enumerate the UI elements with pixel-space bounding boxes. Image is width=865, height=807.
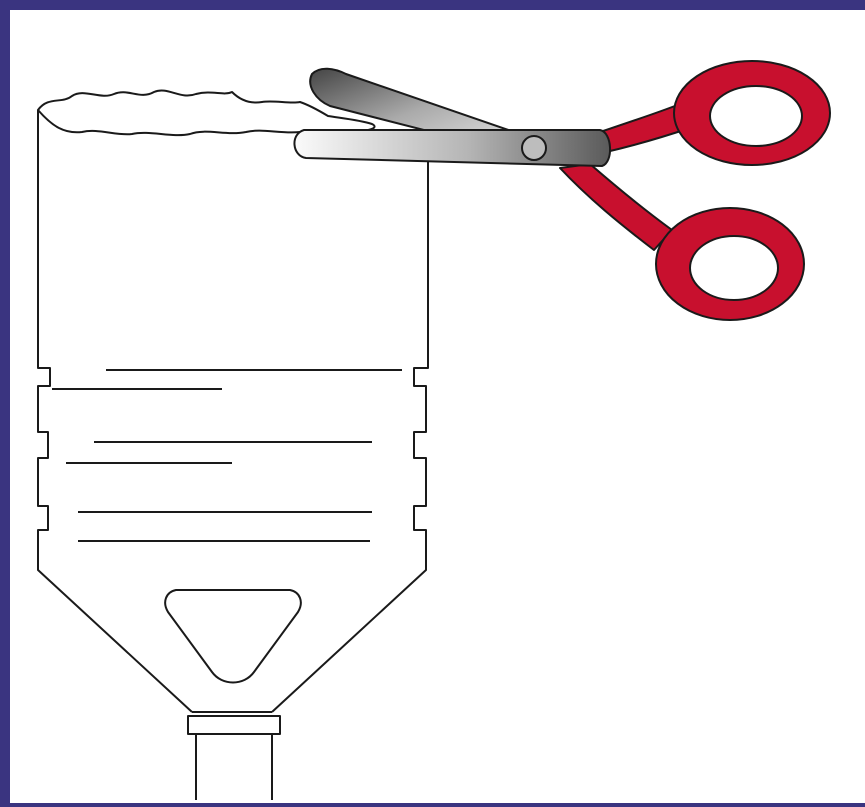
scissors-icon — [294, 61, 830, 320]
bottle-left-outline — [38, 110, 192, 712]
bottle-shoulder-window — [165, 590, 301, 683]
bottle-neck-ring — [188, 716, 280, 734]
plastic-bottle-icon — [38, 90, 428, 800]
scissors-lower-blade — [294, 130, 610, 166]
bottle-right-outline — [272, 150, 428, 712]
scissors-pivot-screw — [522, 136, 546, 160]
scissors-lower-handle — [560, 164, 672, 250]
